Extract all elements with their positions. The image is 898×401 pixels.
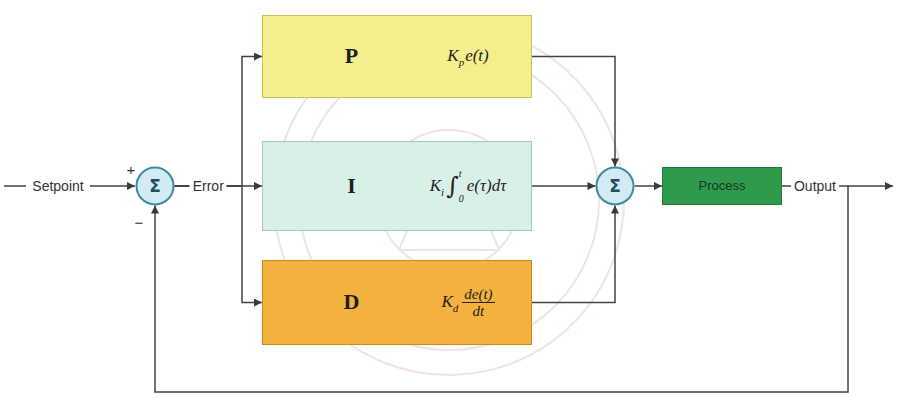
- signal-connector: [175, 186, 263, 303]
- integral-sign: ∫: [446, 173, 459, 199]
- block-label: Process: [699, 179, 746, 193]
- form-area: Kdde(t)dt: [410, 261, 525, 344]
- sum-symbol: Σ: [609, 177, 621, 196]
- edge-label-holder: Error: [190, 177, 227, 195]
- center-area: Process: [663, 168, 781, 204]
- formula-subscript: d: [453, 302, 459, 314]
- formula-subscript: i: [441, 186, 444, 198]
- sum-symbol: Σ: [149, 177, 161, 196]
- signal-connector: [175, 57, 263, 187]
- signal-name: Setpoint: [29, 178, 86, 194]
- derivative-block: D Kdde(t)dt: [262, 260, 532, 345]
- integral-block: IKi∫t0e(τ)dτ: [262, 141, 532, 231]
- output-arrow: [848, 185, 893, 187]
- label-holder: +: [127, 161, 136, 179]
- head-area: I: [292, 142, 410, 230]
- summing-junction: Σ: [135, 166, 175, 206]
- signal-connector: [532, 206, 615, 303]
- center-area: Σ: [595, 166, 635, 206]
- fraction-numerator: de(t): [462, 286, 494, 304]
- head-area: D: [292, 261, 410, 344]
- summing-junction: Σ: [595, 166, 635, 206]
- form-area: Kpe(t): [410, 16, 525, 97]
- signal-connector: [635, 185, 663, 187]
- int-group: ∫t0: [446, 168, 466, 204]
- formula-text: K: [441, 293, 452, 312]
- label-holder: Setpoint: [29, 177, 86, 195]
- formula-subscript: p: [459, 56, 465, 68]
- signal-connector: [532, 57, 615, 167]
- sign-minus: −: [135, 214, 144, 231]
- block-letter: P: [345, 44, 358, 68]
- integral-upper-limit: t: [459, 168, 464, 179]
- formula-text: e(t): [465, 47, 489, 66]
- label-holder: −: [135, 214, 144, 232]
- edge-label-holder: Output: [791, 177, 839, 195]
- signal-name: Output: [791, 178, 839, 194]
- form-area: Ki∫t0e(τ)dτ: [410, 142, 525, 230]
- lim-group: t0: [459, 168, 464, 204]
- formula-text: e(τ)dτ: [467, 177, 507, 196]
- proportional-block: P Kpe(t): [262, 15, 532, 98]
- block-letter: I: [347, 174, 356, 198]
- center-area: Σ: [135, 166, 175, 206]
- block-letter: D: [343, 290, 359, 314]
- head-area: P: [292, 16, 410, 97]
- sign-plus: +: [127, 161, 136, 178]
- formula-text: K: [447, 47, 458, 66]
- formula-text: K: [430, 177, 441, 196]
- frac-group: de(t)dt: [462, 286, 494, 320]
- setpoint-lead: [4, 185, 26, 187]
- setpoint-arrow: [90, 185, 135, 187]
- signal-name: Error: [190, 178, 227, 194]
- fraction-denominator: dt: [471, 303, 487, 320]
- process-block: Process: [662, 167, 782, 205]
- integral-lower-limit: 0: [459, 193, 464, 204]
- signal-connector: [532, 185, 596, 187]
